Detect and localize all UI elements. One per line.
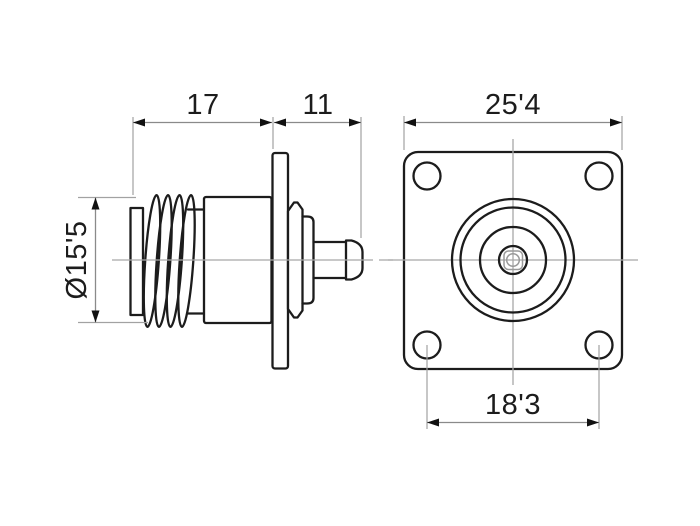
- contact-ring-circle: [497, 244, 529, 276]
- dimensions: 17 11 25'4 18'3 Ø15'5: [61, 89, 623, 429]
- dim-label-flange-size: 25'4: [485, 89, 541, 121]
- thread-loop-2: [154, 194, 173, 328]
- dim-label-hole-spacing: 18'3: [485, 389, 541, 421]
- coupling-front-cap: [129, 206, 145, 317]
- center-socket-square: [503, 250, 524, 271]
- second-ring-circle: [459, 206, 567, 314]
- mounting-flange-side: [271, 151, 290, 370]
- extension-lines: [78, 116, 623, 429]
- dim-label-body-length: 17: [186, 89, 219, 121]
- dim-label-rear-length: 11: [302, 89, 333, 121]
- solder-terminal-tube: [312, 240, 348, 280]
- thread-loop-3: [165, 194, 185, 328]
- mounting-hole-top-left: [412, 161, 442, 191]
- outer-ring-circle: [450, 197, 576, 323]
- side-view: [112, 151, 393, 370]
- mounting-hole-top-right: [584, 161, 614, 191]
- front-view: [388, 139, 638, 385]
- inner-bore-circle: [478, 225, 548, 295]
- thread-loop-4: [177, 194, 196, 328]
- dim-label-thread-diameter: Ø15'5: [61, 221, 93, 300]
- center-pin-circle: [505, 252, 521, 268]
